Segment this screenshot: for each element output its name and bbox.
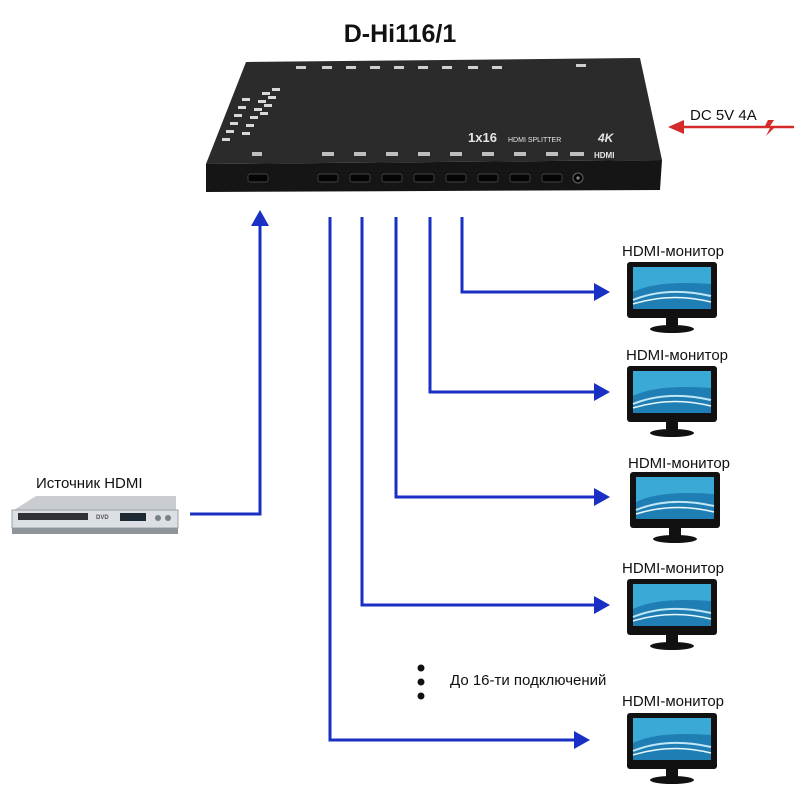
hdmi-monitor-2 [626,365,718,438]
hdmi-monitor-1 [626,261,718,334]
power-bolt-icon [764,120,776,136]
hdmi-monitor-5 [626,712,718,785]
power-input-arrow [668,120,794,136]
badge-hdmi: HDMI [594,151,614,160]
power-label: DC 5V 4A [690,107,757,124]
connection-lines [190,217,596,742]
dvd-logo: DVD [96,515,109,521]
hdmi-splitter-device: 1x16 HDMI SPLITTER 4K HDMI [206,58,662,192]
monitor-label-2: HDMI-монитор [626,347,729,364]
monitor-label-5: HDMI-монитор [622,693,725,710]
monitor-label-4: HDMI-монитор [622,560,725,577]
hdmi-monitor-3 [629,471,721,544]
page-title: D-Hi116/1 [343,20,457,48]
dvd-player-device: DVD [11,496,179,534]
hdmi-monitor-4 [626,578,718,651]
badge-4k: 4K [597,131,615,145]
monitor-label-3: HDMI-монитор [628,455,731,472]
panel-model-text: 1x16 [468,130,497,145]
monitor-label-1: HDMI-монитор [622,243,725,260]
connections-note: До 16-ти подключений [450,672,607,689]
source-label: Источник HDMI [36,475,143,492]
ellipsis-dots [417,664,425,700]
arrowheads [251,210,610,749]
panel-splitter-text: HDMI SPLITTER [508,137,561,144]
